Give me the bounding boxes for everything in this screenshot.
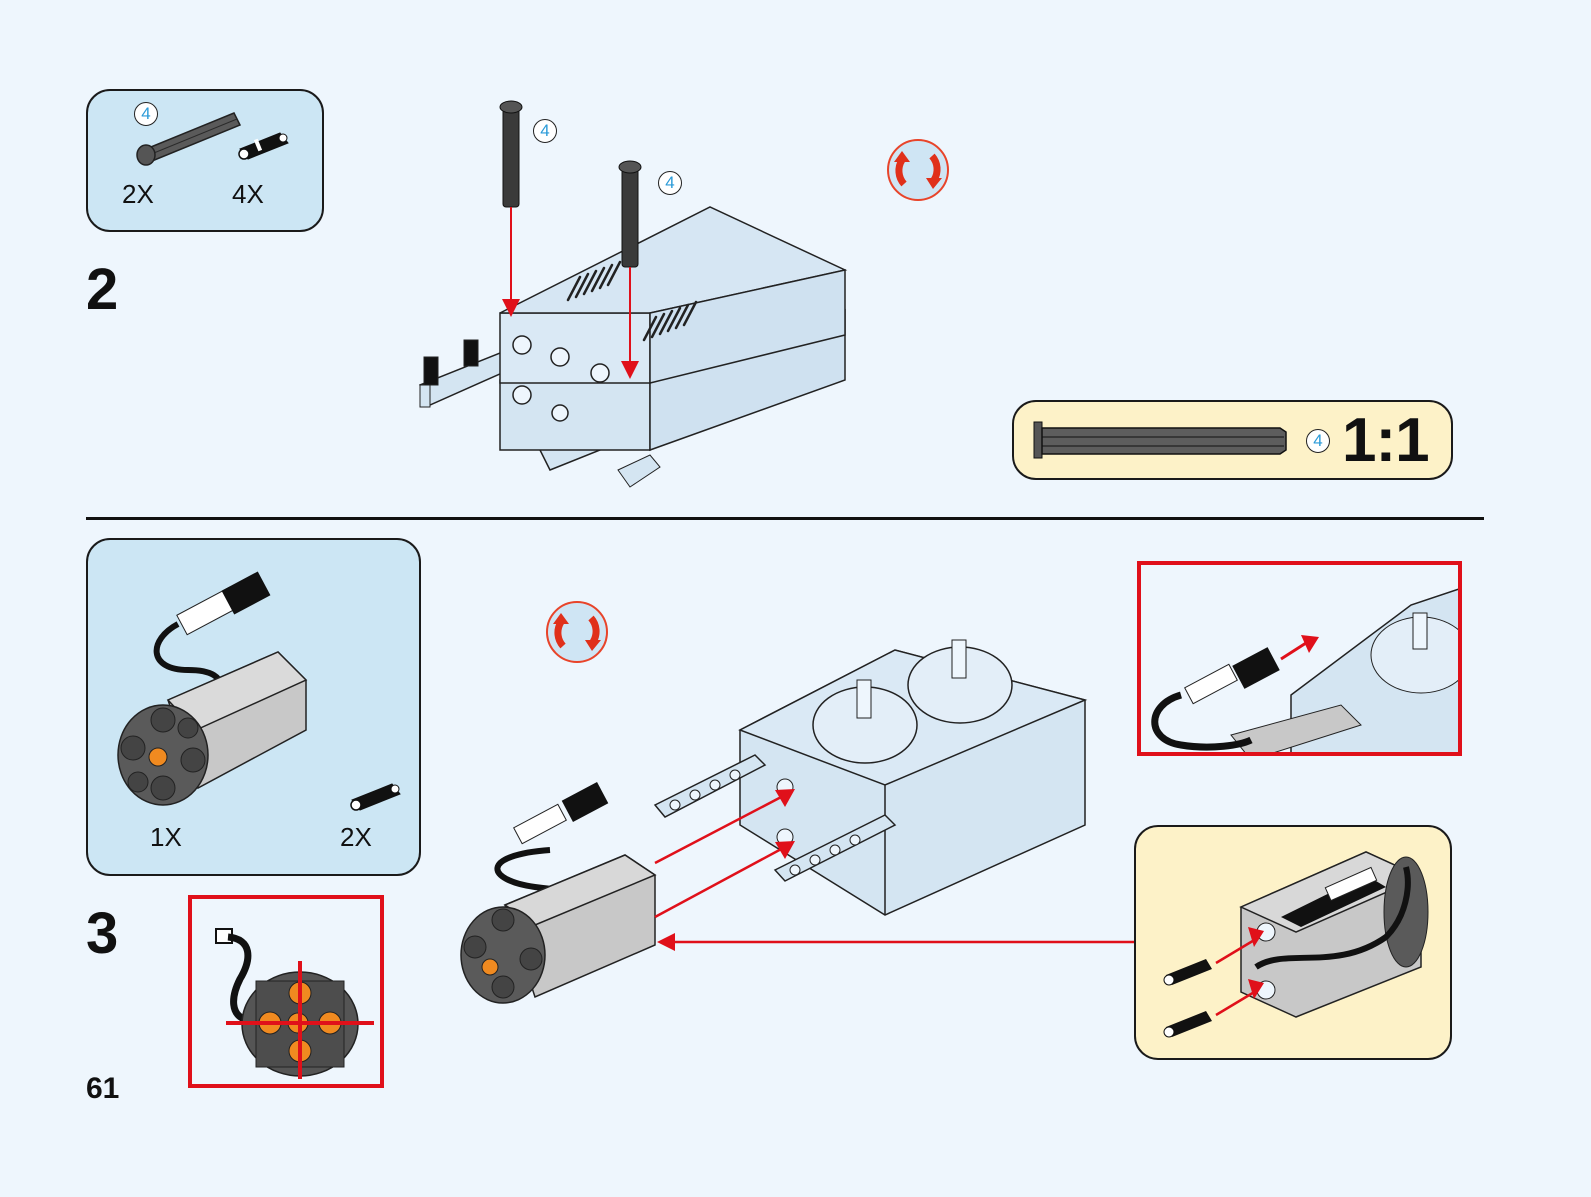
motor-front-view-icon [215,928,374,1079]
page-number: 61 [86,1072,120,1105]
part-quantity: 4X [232,179,264,209]
part-quantity: 2X [340,822,372,852]
part-size-badge: 4 [134,102,158,126]
step-2-parts-list: 4 2X 4X [86,89,324,232]
step-divider [86,517,1484,520]
motor-pin-illustration [1163,851,1429,1038]
step-number: 3 [86,901,119,966]
step-3-parts-list: 1X 2X [86,538,421,876]
part-size-badge: 4 [1306,429,1330,453]
motor-part-icon [117,571,308,806]
axle-part-icon [136,112,242,166]
pin-part-icon [350,783,401,811]
scale-reference-box: 4 [1012,400,1453,480]
pin-part-icon [238,132,289,160]
cable-connector-illustration [1151,588,1458,752]
part-size-badge: 4 [533,119,557,143]
step-3-assembly-illustration [460,639,1135,1004]
part-size-badge: 4 [658,171,682,195]
scale-label: 1:1 [1342,406,1430,475]
part-quantity: 1X [150,822,182,852]
part-quantity: 2X [122,179,154,209]
axle-scale-icon [1033,421,1287,459]
rotate-icon [887,139,949,201]
step-number: 2 [86,257,119,322]
rotate-icon [546,601,608,663]
motor-front-alignment-callout [188,895,384,1088]
cable-connector-detail-callout [1137,561,1462,756]
step-2-assembly-illustration [418,100,848,488]
pin-insertion-detail-callout [1134,825,1452,1060]
